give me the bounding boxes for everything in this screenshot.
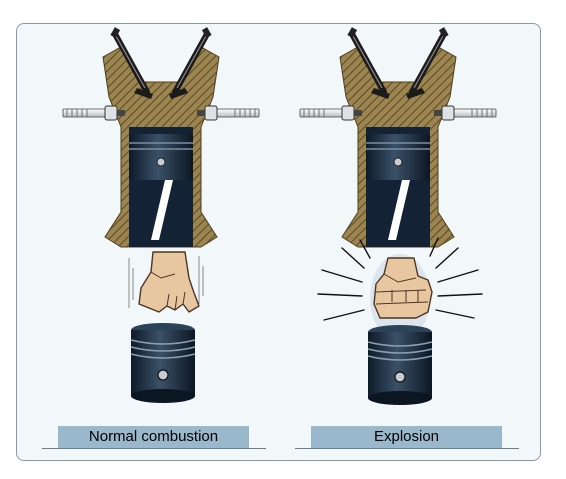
- fist-icon: [373, 257, 433, 319]
- normal-combustion-cylinder: [63, 27, 259, 247]
- gentle-push-illustration: [128, 251, 204, 404]
- open-hand-icon: [138, 251, 200, 313]
- explosion-cylinder: [300, 27, 496, 247]
- caption-underline-right: [295, 448, 519, 449]
- caption-underline-left: [42, 448, 266, 449]
- caption-normal-combustion: Normal combustion: [58, 426, 249, 448]
- figure-panel: [16, 23, 541, 461]
- fist-smash-illustration: [317, 237, 483, 406]
- blast-lines-icon: [317, 237, 483, 321]
- caption-explosion: Explosion: [311, 426, 502, 448]
